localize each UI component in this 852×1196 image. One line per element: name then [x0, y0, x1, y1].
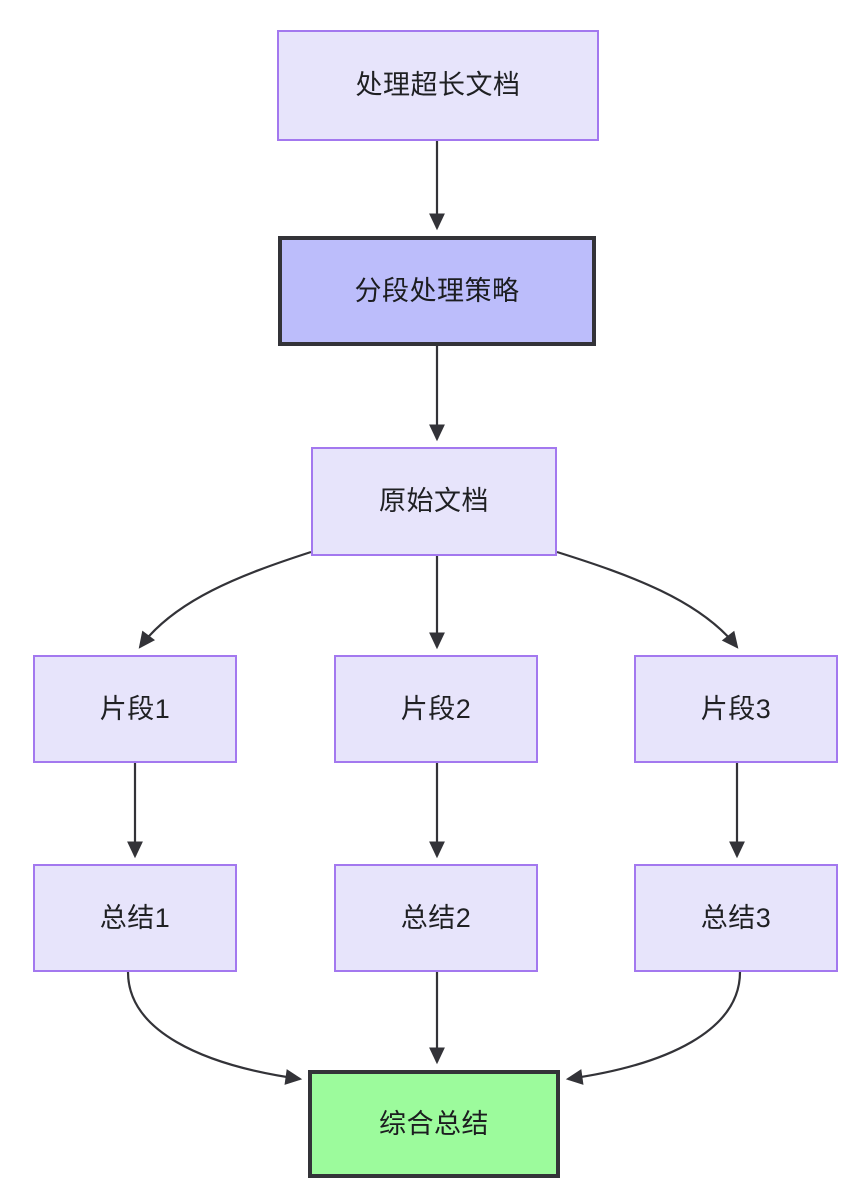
node-label: 片段2: [400, 693, 472, 724]
node-label: 总结2: [400, 902, 472, 933]
node-label: 处理超长文档: [355, 70, 521, 101]
node-label: 片段3: [700, 693, 772, 724]
edge-summary1-to-final: [126, 971, 303, 1085]
node-label: 原始文档: [379, 486, 489, 517]
node-label: 总结1: [99, 902, 171, 933]
node-label: 片段1: [99, 693, 171, 724]
edge-source-to-chunk3: [556, 550, 739, 649]
node-summary-1[interactable]: 总结1: [33, 864, 237, 972]
node-label: 总结3: [700, 902, 772, 933]
node-chunk-2[interactable]: 片段2: [334, 655, 538, 763]
node-source-document[interactable]: 原始文档: [311, 447, 557, 556]
node-label: 综合总结: [379, 1108, 489, 1139]
node-chunk-1[interactable]: 片段1: [33, 655, 237, 763]
node-summary-3[interactable]: 总结3: [634, 864, 838, 972]
edge-summary3-to-final: [565, 971, 742, 1085]
node-chunk-3[interactable]: 片段3: [634, 655, 838, 763]
node-label: 分段处理策略: [354, 275, 520, 306]
node-process-long-document[interactable]: 处理超长文档: [277, 30, 599, 141]
node-summary-2[interactable]: 总结2: [334, 864, 538, 972]
edge-source-to-chunk1: [138, 550, 312, 649]
node-chunking-strategy[interactable]: 分段处理策略: [278, 236, 596, 346]
node-combined-summary[interactable]: 综合总结: [308, 1070, 560, 1178]
